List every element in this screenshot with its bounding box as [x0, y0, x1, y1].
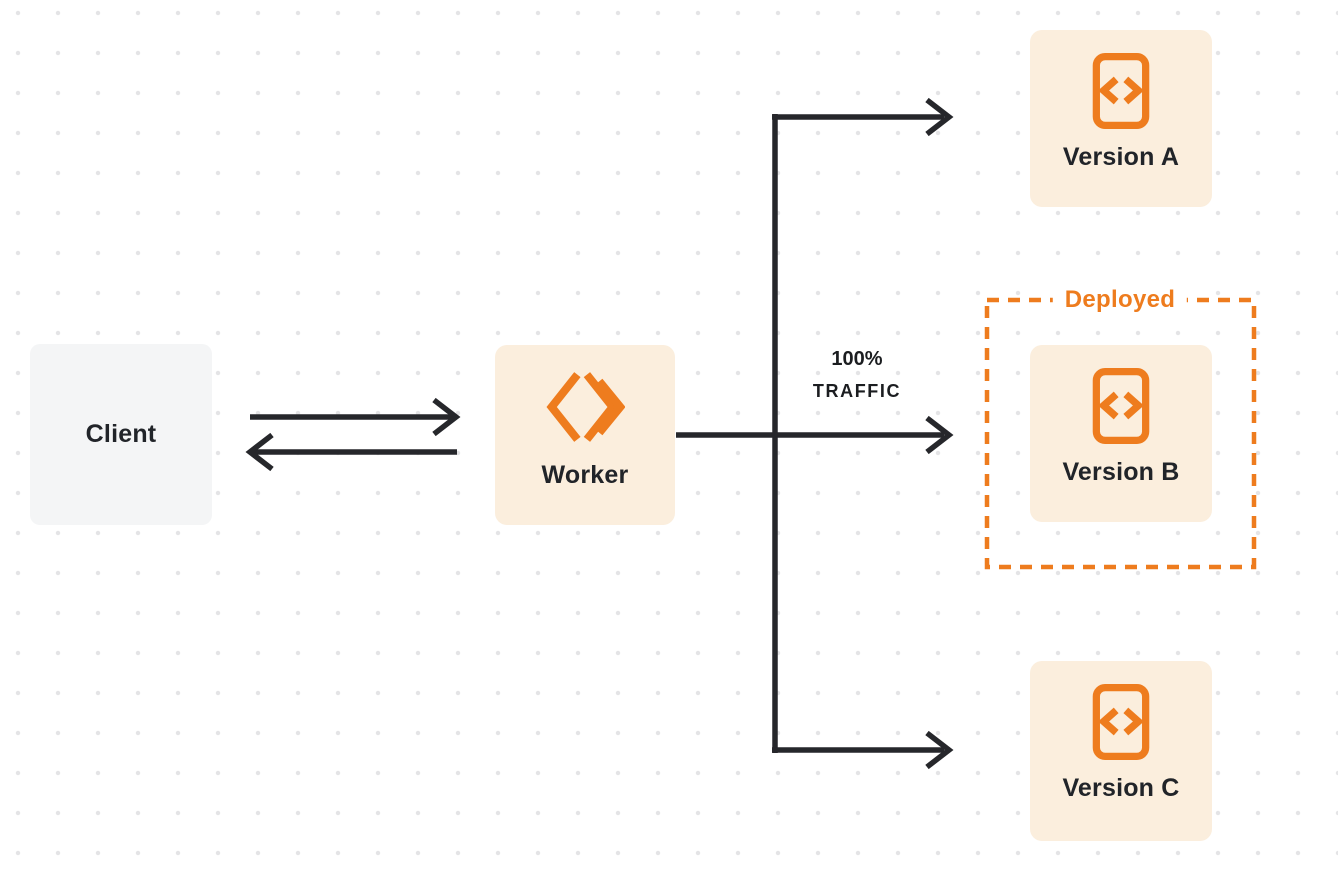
deployed-badge: Deployed: [1052, 286, 1188, 314]
version-a-node: Version A: [1030, 30, 1212, 207]
version-b-arrowhead-icon: [925, 415, 954, 455]
traffic-annotation: 100% TRAFFIC: [813, 349, 901, 400]
worker-to-client-arrowhead-icon: [245, 432, 274, 472]
version-c-arrowhead-icon: [925, 730, 954, 770]
code-file-icon: [1092, 367, 1150, 445]
version-a-label: Version A: [1062, 143, 1180, 171]
workers-logo-icon: [545, 369, 626, 445]
code-file-icon: [1092, 683, 1150, 761]
traffic-word-text: TRAFFIC: [812, 381, 902, 401]
traffic-percent-text: 100%: [831, 348, 883, 370]
worker-label: Worker: [541, 461, 629, 489]
client-label: Client: [85, 420, 157, 448]
client-to-worker-arrowhead-icon: [432, 397, 461, 437]
client-node: Client: [30, 344, 212, 525]
code-file-icon: [1092, 52, 1150, 130]
version-c-label: Version C: [1062, 774, 1180, 802]
version-a-arrowhead-icon: [925, 97, 954, 137]
version-b-label: Version B: [1062, 458, 1180, 486]
worker-node: Worker: [495, 345, 675, 525]
version-c-node: Version C: [1030, 661, 1212, 841]
version-b-node: Version B: [1030, 345, 1212, 522]
